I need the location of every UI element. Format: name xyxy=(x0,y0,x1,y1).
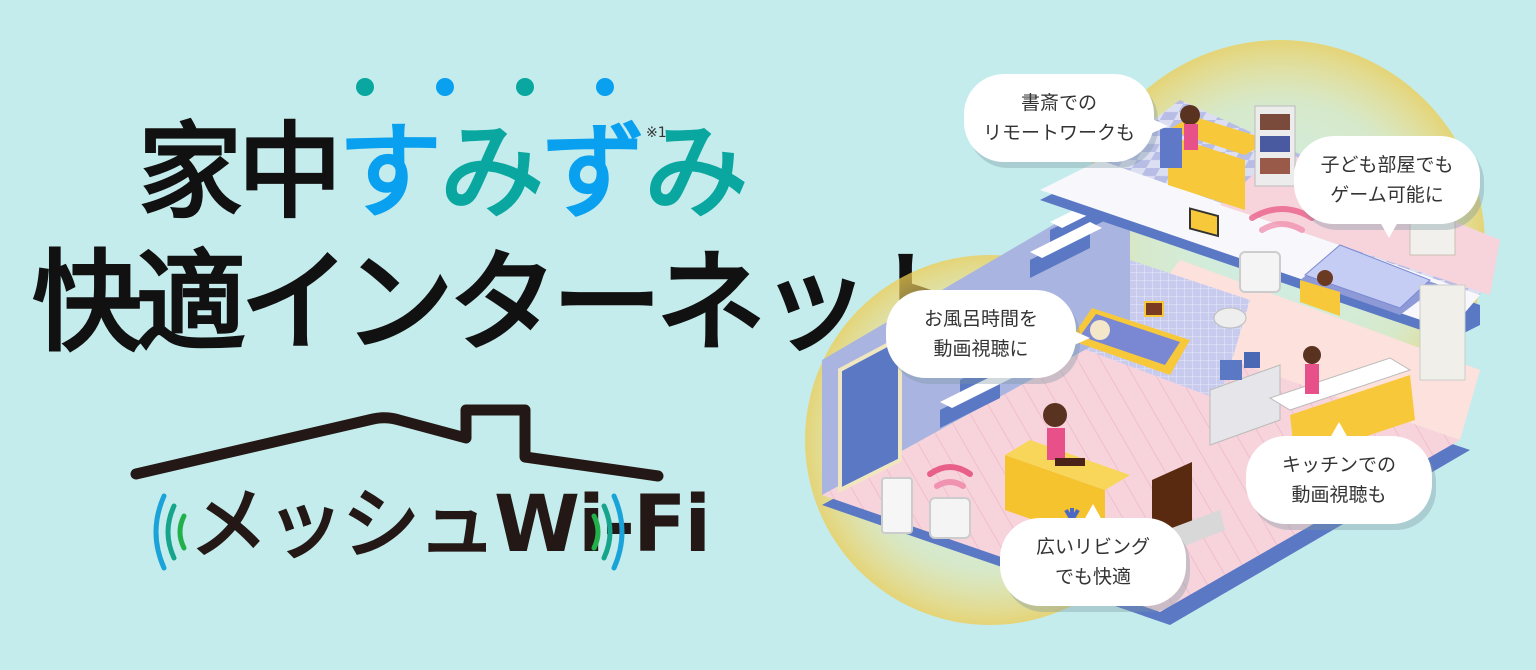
bubble-tail xyxy=(1084,504,1102,520)
isometric-house-image xyxy=(805,40,1500,625)
house-illustration: 書斎での リモートワークも 子ども部屋でも ゲーム可能に お風呂時間を 動画視聴… xyxy=(800,40,1536,670)
emphasis-dot xyxy=(356,78,374,96)
speech-bubble-kids-room: 子ども部屋でも ゲーム可能に xyxy=(1294,136,1480,238)
emphasis-dot xyxy=(436,78,454,96)
bubble-tail xyxy=(1150,118,1168,134)
house-roof-icon xyxy=(130,404,664,482)
footnote-marker: ※1 xyxy=(646,125,667,141)
mesh-wifi-logo: メッシュWi-Fi xyxy=(128,392,711,572)
speech-bubble-living: 広いリビング でも快適 xyxy=(1000,504,1186,606)
emphasis-dot xyxy=(596,78,614,96)
headline-prefix: 家中 xyxy=(138,111,342,233)
emphasis-dot xyxy=(516,78,534,96)
headline-highlight: すみずみ xyxy=(338,111,748,233)
wifi-waves-right-icon xyxy=(591,493,625,571)
headline-line-1: 家中すみずみ xyxy=(138,111,748,233)
bubble-tail xyxy=(1072,330,1090,346)
bubble-tail xyxy=(1380,222,1398,238)
speech-bubble-study: 書斎での リモートワークも xyxy=(964,74,1168,162)
headline: 家中すみずみ ※1 快適インターネット メッシュWi-Fi xyxy=(32,78,974,572)
wifi-waves-left-icon xyxy=(153,493,187,571)
speech-bubble-kitchen: キッチンでの 動画視聴も xyxy=(1246,422,1432,524)
bubble-tail xyxy=(1330,422,1348,438)
emphasis-dots xyxy=(356,78,636,98)
headline-line-2: 快適インターネット xyxy=(32,239,974,367)
logo-text: メッシュWi-Fi xyxy=(190,480,711,570)
speech-bubble-bath: お風呂時間を 動画視聴に xyxy=(886,290,1090,378)
